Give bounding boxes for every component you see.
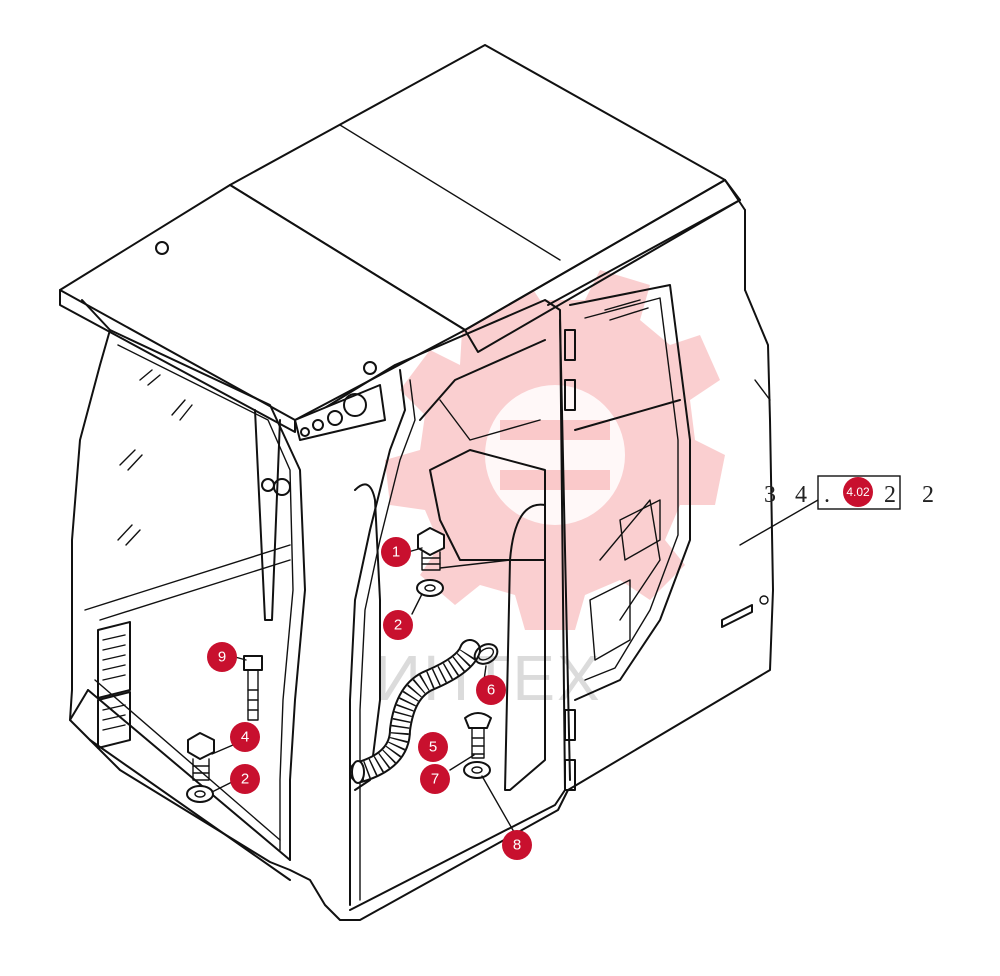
ref-suffix-a: 2 — [884, 482, 896, 508]
ref-suffix-b: 2 — [922, 482, 934, 508]
glass-hatching — [117, 299, 649, 546]
callout-4-label: 4 — [241, 729, 249, 746]
grab-handles — [354, 329, 576, 791]
callout-1-label: 1 — [392, 544, 400, 561]
screw-part-7 — [464, 712, 492, 759]
callout-4: 4 — [230, 722, 260, 752]
washer-part-8 — [463, 761, 491, 779]
ref-prefix-b: 4 — [795, 482, 807, 508]
callout-2-lower: 2 — [230, 764, 260, 794]
callout-9: 9 — [207, 642, 237, 672]
ref-badge-circle — [843, 477, 873, 507]
callout-8-label: 8 — [513, 837, 521, 854]
bolt-part-1 — [417, 527, 511, 571]
cab-door-frame — [304, 284, 691, 911]
clamp-part-6 — [473, 643, 499, 665]
ref-dot: . — [824, 482, 830, 508]
cab-body — [69, 179, 774, 921]
callout-1: 1 — [381, 537, 411, 567]
callout-2-upper: 2 — [383, 610, 413, 640]
callout-2-upper-label: 2 — [394, 617, 402, 634]
air-vents — [97, 621, 131, 749]
callout-9-label: 9 — [218, 649, 226, 666]
reference-label[interactable]: 3 4 . 4.02 2 2 — [764, 475, 934, 510]
light-housing — [294, 361, 386, 441]
callout-5-label: 5 — [429, 739, 437, 756]
ref-prefix-a: 3 — [764, 482, 776, 508]
callout-7-label: 7 — [431, 771, 439, 788]
hose-part-5 — [349, 639, 481, 784]
washer-part-2-lower — [186, 785, 214, 803]
callout-6: 6 — [476, 675, 506, 705]
callout-7: 7 — [420, 764, 450, 794]
bolt-part-4 — [187, 732, 215, 781]
callout-5: 5 — [418, 732, 448, 762]
bolt-part-9 — [243, 655, 263, 721]
wiper-arm — [254, 409, 291, 621]
washer-part-2-upper — [416, 579, 444, 597]
callout-2-lower-label: 2 — [241, 771, 249, 788]
watermark-gear-icon — [385, 270, 725, 630]
side-latch — [589, 499, 769, 661]
ref-badge-text: 4.02 — [846, 485, 870, 499]
callout-8: 8 — [502, 830, 532, 860]
callout-6-label: 6 — [487, 682, 495, 699]
sun-visor — [59, 184, 466, 433]
